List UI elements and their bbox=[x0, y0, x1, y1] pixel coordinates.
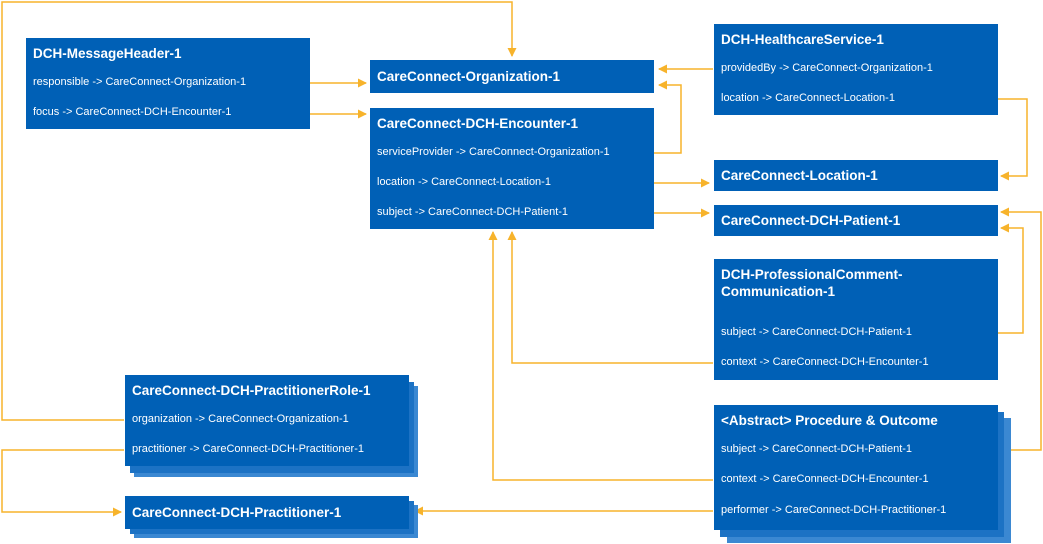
professional-comment-box: DCH-ProfessionalComment-Communication-1 … bbox=[714, 259, 998, 380]
box-title: DCH-MessageHeader-1 bbox=[33, 46, 182, 61]
box-field: context -> CareConnect-DCH-Encounter-1 bbox=[721, 356, 929, 368]
box-title: CareConnect-DCH-PractitionerRole-1 bbox=[132, 383, 371, 398]
box-title: <Abstract> Procedure & Outcome bbox=[721, 413, 938, 428]
box-field: location -> CareConnect-Location-1 bbox=[377, 176, 551, 188]
box-field: organization -> CareConnect-Organization… bbox=[132, 413, 349, 425]
connector-procedure-context bbox=[488, 231, 713, 481]
healthcare-service-box: DCH-HealthcareService-1 providedBy -> Ca… bbox=[714, 24, 998, 115]
box-title: CareConnect-DCH-Patient-1 bbox=[721, 213, 901, 228]
connector-role-practitioner bbox=[1, 449, 124, 517]
procedure-outcome-box: <Abstract> Procedure & Outcome subject -… bbox=[714, 405, 998, 530]
box-field: performer -> CareConnect-DCH-Practitione… bbox=[721, 504, 947, 516]
box-field: location -> CareConnect-Location-1 bbox=[721, 92, 895, 104]
box-field: subject -> CareConnect-DCH-Patient-1 bbox=[721, 326, 913, 338]
box-title: CareConnect-DCH-Encounter-1 bbox=[377, 116, 579, 131]
box-field: focus -> CareConnect-DCH-Encounter-1 bbox=[33, 106, 232, 118]
encounter-box: CareConnect-DCH-Encounter-1 serviceProvi… bbox=[370, 108, 654, 229]
box-field: providedBy -> CareConnect-Organization-1 bbox=[721, 62, 933, 74]
location-box: CareConnect-Location-1 bbox=[714, 160, 998, 191]
organization-box: CareConnect-Organization-1 bbox=[370, 60, 654, 93]
box-title: CareConnect-Location-1 bbox=[721, 168, 878, 183]
box-title: CareConnect-Organization-1 bbox=[377, 69, 561, 84]
box-title: CareConnect-DCH-Practitioner-1 bbox=[132, 505, 342, 520]
box-title: DCH-HealthcareService-1 bbox=[721, 32, 884, 47]
box-field: responsible -> CareConnect-Organization-… bbox=[33, 76, 247, 88]
box-field: serviceProvider -> CareConnect-Organizat… bbox=[377, 146, 610, 158]
box-field: subject -> CareConnect-DCH-Patient-1 bbox=[721, 443, 913, 455]
box-field: context -> CareConnect-DCH-Encounter-1 bbox=[721, 473, 929, 485]
box-field: subject -> CareConnect-DCH-Patient-1 bbox=[377, 206, 569, 218]
box-title: DCH-ProfessionalComment-Communication-1 bbox=[721, 267, 903, 299]
message-header-box: DCH-MessageHeader-1 responsible -> CareC… bbox=[26, 38, 310, 129]
practitioner-box: CareConnect-DCH-Practitioner-1 bbox=[125, 496, 409, 529]
practitioner-role-box: CareConnect-DCH-PractitionerRole-1 organ… bbox=[125, 375, 409, 466]
patient-box: CareConnect-DCH-Patient-1 bbox=[714, 205, 998, 236]
box-field: practitioner -> CareConnect-DCH-Practiti… bbox=[132, 443, 364, 455]
connector-comment-context bbox=[507, 231, 713, 364]
